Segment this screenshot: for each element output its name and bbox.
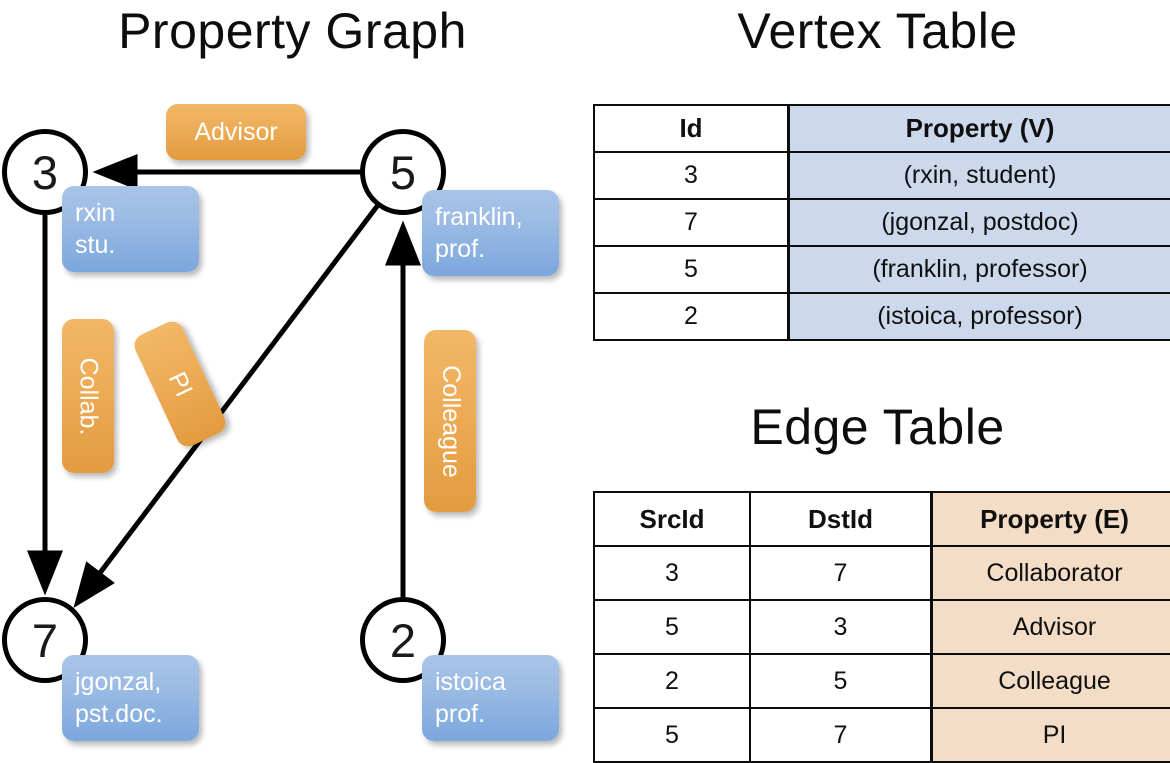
edge-cell-dstid: 3 [750, 600, 932, 654]
edge-header-dstid: DstId [750, 492, 932, 546]
node-property-line-1: jgonzal, [75, 666, 199, 698]
vertex-table-title: Vertex Table [585, 6, 1170, 56]
edge-table: SrcId DstId Property (E) 3 7 Collaborato… [593, 491, 1170, 763]
node-property-box-istoica: istoica prof. [422, 655, 559, 741]
table-row[interactable]: 5 7 PI [594, 708, 1170, 762]
node-property-line-2: stu. [75, 229, 199, 261]
vertex-cell-id: 2 [594, 293, 789, 340]
table-row[interactable]: 3 7 Collaborator [594, 546, 1170, 600]
vertex-cell-id: 5 [594, 246, 789, 293]
vertex-cell-property: (rxin, student) [789, 152, 1170, 199]
edge-cell-property: Colleague [932, 654, 1170, 708]
vertex-cell-property: (jgonzal, postdoc) [789, 199, 1170, 246]
edge-cell-srcid: 2 [594, 654, 750, 708]
graph-node-3-label: 3 [32, 145, 58, 200]
edge-label-collab: Collab. [62, 319, 114, 473]
node-property-box-rxin: rxin stu. [62, 186, 199, 272]
table-row[interactable]: 5 3 Advisor [594, 600, 1170, 654]
edge-cell-property: Collaborator [932, 546, 1170, 600]
edge-label-colleague: Colleague [424, 330, 476, 512]
edge-label-text: Advisor [194, 118, 277, 147]
edge-cell-property: PI [932, 708, 1170, 762]
node-property-box-franklin: franklin, prof. [422, 190, 559, 276]
vertex-header-property: Property (V) [789, 105, 1170, 152]
table-row[interactable]: 3 (rxin, student) [594, 152, 1170, 199]
node-property-box-jgonzal: jgonzal, pst.doc. [62, 655, 199, 741]
edge-cell-srcid: 5 [594, 600, 750, 654]
edge-label-text: PI [162, 367, 198, 401]
vertex-table: Id Property (V) 3 (rxin, student) 7 (jgo… [593, 104, 1170, 341]
edge-header-srcid: SrcId [594, 492, 750, 546]
node-property-line-2: prof. [435, 698, 559, 730]
edge-label-text: Colleague [436, 365, 465, 478]
vertex-cell-id: 3 [594, 152, 789, 199]
edge-cell-dstid: 5 [750, 654, 932, 708]
node-property-line-1: istoica [435, 666, 559, 698]
node-property-line-1: rxin [75, 197, 199, 229]
edge-cell-dstid: 7 [750, 708, 932, 762]
node-property-line-2: pst.doc. [75, 698, 199, 730]
node-property-line-2: prof. [435, 233, 559, 265]
vertex-cell-property: (istoica, professor) [789, 293, 1170, 340]
table-row[interactable]: 7 (jgonzal, postdoc) [594, 199, 1170, 246]
table-row[interactable]: 2 5 Colleague [594, 654, 1170, 708]
edge-label-text: Collab. [74, 357, 103, 435]
vertex-cell-id: 7 [594, 199, 789, 246]
graph-node-2-label: 2 [390, 613, 416, 668]
edge-cell-srcid: 3 [594, 546, 750, 600]
edge-header-property: Property (E) [932, 492, 1170, 546]
edge-table-title: Edge Table [585, 402, 1170, 452]
edge-cell-property: Advisor [932, 600, 1170, 654]
edge-cell-dstid: 7 [750, 546, 932, 600]
edge-cell-srcid: 5 [594, 708, 750, 762]
node-property-line-1: franklin, [435, 201, 559, 233]
property-graph-panel: Property Graph 3 5 7 2 [0, 0, 585, 760]
graph-node-5-label: 5 [390, 145, 416, 200]
graph-node-7-label: 7 [32, 613, 58, 668]
vertex-cell-property: (franklin, professor) [789, 246, 1170, 293]
vertex-header-id: Id [594, 105, 789, 152]
vertex-table-header-row: Id Property (V) [594, 105, 1170, 152]
edge-label-advisor: Advisor [166, 104, 306, 160]
table-row[interactable]: 2 (istoica, professor) [594, 293, 1170, 340]
table-row[interactable]: 5 (franklin, professor) [594, 246, 1170, 293]
edge-table-header-row: SrcId DstId Property (E) [594, 492, 1170, 546]
